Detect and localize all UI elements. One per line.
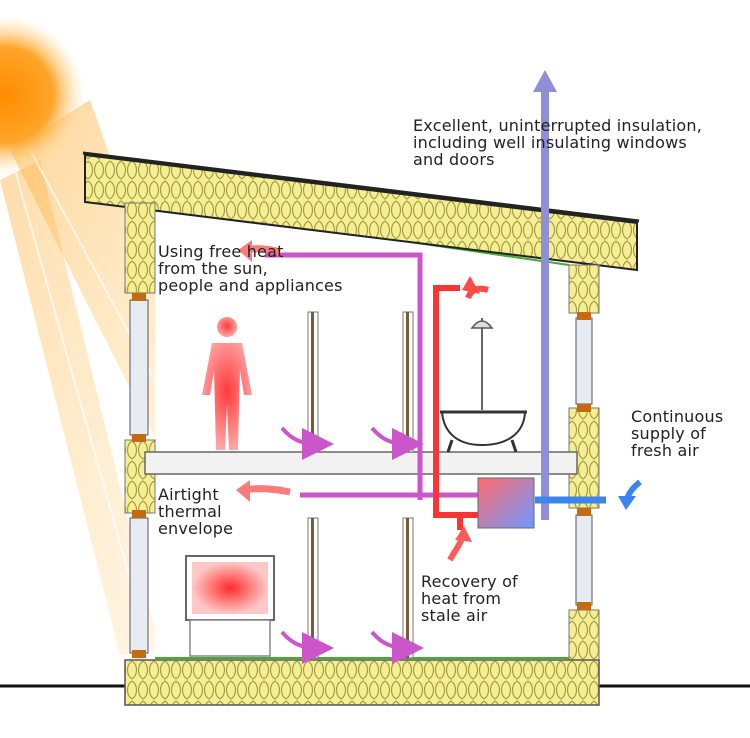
shower-icon	[470, 318, 494, 410]
left-window	[129, 299, 149, 436]
sun-beam	[0, 160, 160, 655]
left-wall-insulation	[124, 439, 156, 514]
tv-icon	[185, 555, 275, 657]
airtight-envelope-label: Airtight thermal envelope	[158, 485, 234, 538]
sun-ray	[14, 169, 151, 651]
exhaust-arrow	[533, 70, 557, 92]
left-window	[129, 517, 149, 654]
stale-air-arrow	[370, 426, 424, 460]
right-window	[575, 317, 593, 405]
bathtub-icon	[440, 410, 527, 453]
fresh-air-label: Continuous supply of fresh air	[631, 407, 724, 460]
airtight-arrow	[244, 485, 291, 496]
insulation-label: Excellent, uninterrupted insulation, inc…	[413, 116, 703, 169]
right-wall-insulation	[568, 609, 600, 661]
heat-recovery-label: Recovery of heat from stale air	[421, 572, 518, 625]
stale-air-arrow	[370, 630, 424, 664]
person-icon	[202, 317, 252, 450]
free-heat-label: Using free heat from the sun, people and…	[158, 242, 343, 295]
right-wall-insulation	[568, 264, 600, 314]
foundation-insulation	[124, 659, 600, 706]
stale-air-arrow	[280, 426, 334, 460]
sun-icon	[0, 15, 85, 175]
roof-insulation	[84, 153, 638, 272]
intermediate-floor	[144, 451, 578, 475]
left-wall-insulation	[124, 202, 156, 294]
stale-air-duct-upper	[265, 252, 423, 500]
heat-recovery-unit-icon	[477, 477, 535, 529]
stale-air-arrow	[280, 630, 334, 664]
right-window	[575, 514, 593, 606]
